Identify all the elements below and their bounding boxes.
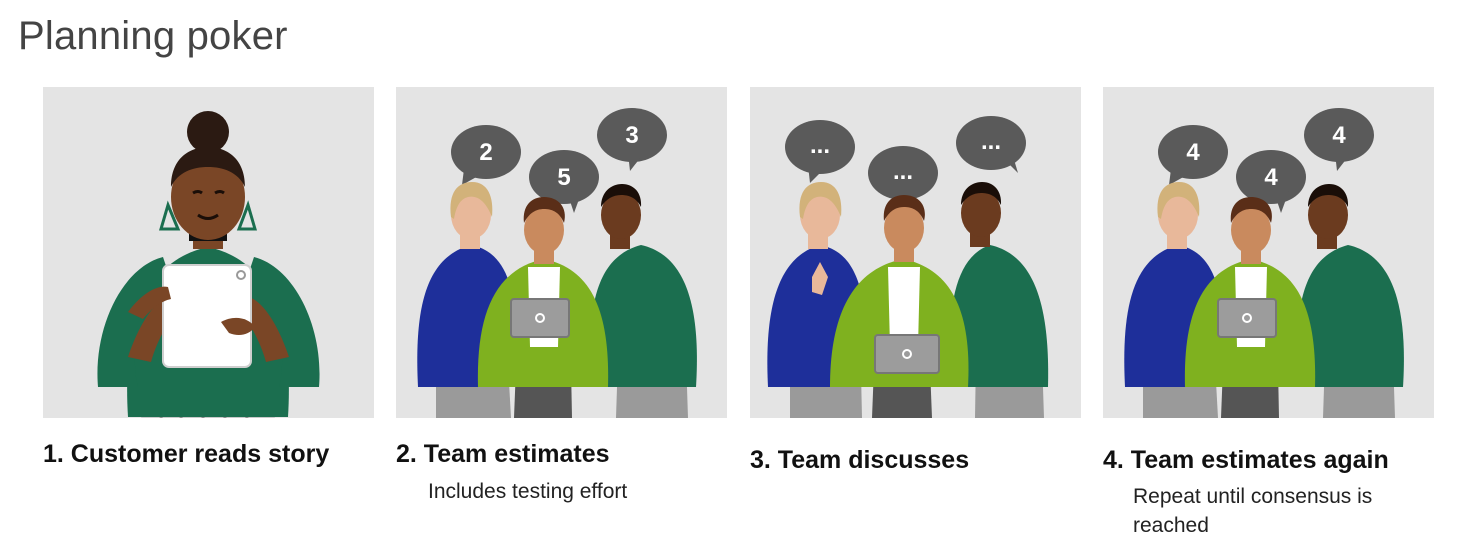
step-3-illustration: ... ... ... [750, 87, 1081, 418]
step-2-illustration: 2 5 3 [396, 87, 727, 418]
speech-bubble-icon: 3 [597, 108, 667, 171]
bubble-value: 5 [557, 164, 570, 191]
step-1-illustration [43, 87, 374, 418]
bubble-value: 4 [1332, 122, 1346, 149]
step-4-illustration: 4 4 4 [1103, 87, 1434, 418]
speech-bubble-icon: ... [785, 120, 855, 183]
bubble-value: 4 [1264, 164, 1278, 191]
bubble-value: 3 [625, 122, 638, 149]
speech-bubble-icon: ... [956, 116, 1026, 173]
step-3-title: 3. Team discusses [750, 446, 970, 474]
step-1-title: 1. Customer reads story [43, 440, 330, 468]
bubble-value: 2 [479, 139, 492, 166]
step-4-title: 4. Team estimates again [1103, 446, 1389, 474]
bubble-value: ... [810, 132, 830, 159]
bubble-value: 4 [1186, 139, 1200, 166]
page-title: Planning poker [18, 14, 288, 58]
speech-bubble-icon: 4 [1158, 125, 1228, 185]
speech-bubble-icon: 5 [529, 150, 599, 213]
speech-bubble-icon: 4 [1236, 150, 1306, 213]
bubble-value: ... [893, 158, 913, 185]
step-4-subtitle: Repeat until consensus is reached [1133, 485, 1373, 537]
speech-bubble-icon: 2 [451, 125, 521, 185]
step-2-subtitle: Includes testing effort [428, 480, 628, 503]
step-2-title: 2. Team estimates [396, 440, 610, 468]
speech-bubble-icon: 4 [1304, 108, 1374, 171]
bubble-value: ... [981, 128, 1001, 155]
